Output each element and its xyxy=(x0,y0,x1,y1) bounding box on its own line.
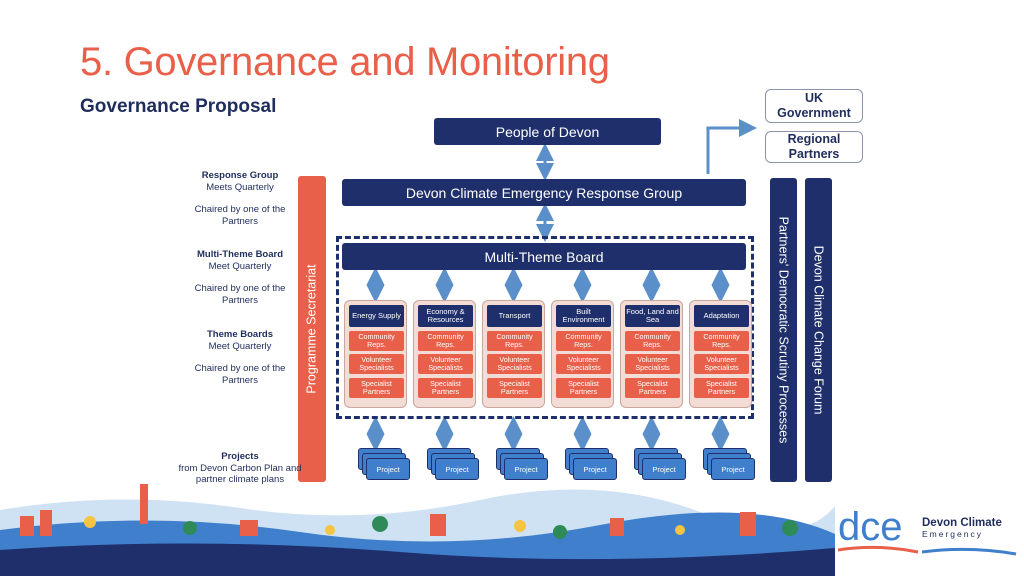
theme-member-tag: Volunteer Specialists xyxy=(694,354,749,374)
logo-subtitle: Emergency xyxy=(922,529,983,539)
theme-board-name: Transport xyxy=(487,305,542,327)
project-stack: Project xyxy=(496,448,552,484)
theme-boards-note-freq: Meet Quarterly xyxy=(208,340,272,352)
programme-secretariat-bar: Programme Secretariat xyxy=(298,176,326,482)
project-stack: Project xyxy=(703,448,759,484)
devon-landscape-illustration xyxy=(0,484,835,576)
theme-member-tag: Volunteer Specialists xyxy=(625,354,680,374)
theme-member-tag: Specialist Partners xyxy=(694,378,749,398)
theme-board-name: Adaptation xyxy=(694,305,749,327)
theme-board-name: Food, Land and Sea xyxy=(625,305,680,327)
climate-forum-label: Devon Climate Change Forum xyxy=(811,245,826,415)
projects-note: Projects from Devon Carbon Plan and part… xyxy=(178,451,302,486)
theme-member-tag: Specialist Partners xyxy=(556,378,611,398)
theme-boards-note: Theme Boards Meet Quarterly xyxy=(185,329,295,352)
logo-name: Devon Climate xyxy=(922,517,1002,529)
project-card: Project xyxy=(435,458,479,480)
projects-note-desc: from Devon Carbon Plan and partner clima… xyxy=(178,462,302,486)
theme-arrows xyxy=(366,267,730,303)
multi-theme-board-bar: Multi-Theme Board xyxy=(342,243,746,270)
response-group-bar: Devon Climate Emergency Response Group xyxy=(342,179,746,206)
theme-member-tag: Community Reps. xyxy=(349,331,404,351)
regional-partners-box: Regional Partners xyxy=(765,131,863,163)
scrutiny-processes-bar: Partners' Democratic Scrutiny Processes xyxy=(770,178,797,482)
dce-logo-letters: dce xyxy=(838,505,903,549)
theme-member-tag: Community Reps. xyxy=(694,331,749,351)
theme-member-tag: Community Reps. xyxy=(556,331,611,351)
response-group-chair-note: Chaired by one of the Partners xyxy=(194,204,286,227)
projects-note-title: Projects xyxy=(221,451,259,462)
project-card: Project xyxy=(711,458,755,480)
project-stack: Project xyxy=(565,448,621,484)
project-stack: Project xyxy=(427,448,483,484)
project-card: Project xyxy=(504,458,548,480)
theme-member-tag: Specialist Partners xyxy=(349,378,404,398)
project-stack: Project xyxy=(358,448,414,484)
theme-member-tag: Specialist Partners xyxy=(487,378,542,398)
slide-title: 5. Governance and Monitoring xyxy=(80,40,610,84)
theme-member-tag: Specialist Partners xyxy=(418,378,473,398)
escalation-arrow xyxy=(706,119,757,174)
theme-board-name: Energy Supply xyxy=(349,305,404,327)
project-card: Project xyxy=(642,458,686,480)
uk-government-box: UK Government xyxy=(765,89,863,123)
devon-climate-emergency-logo: Devon Climate Emergency xyxy=(922,517,1002,539)
multi-theme-board-note: Multi-Theme Board Meet Quarterly xyxy=(185,249,295,272)
scrutiny-processes-label: Partners' Democratic Scrutiny Processes xyxy=(776,216,791,444)
theme-member-tag: Volunteer Specialists xyxy=(556,354,611,374)
theme-member-tag: Community Reps. xyxy=(418,331,473,351)
people-of-devon-bar: People of Devon xyxy=(434,118,661,145)
theme-member-tag: Community Reps. xyxy=(625,331,680,351)
theme-member-tag: Volunteer Specialists xyxy=(487,354,542,374)
theme-member-tag: Community Reps. xyxy=(487,331,542,351)
project-card: Project xyxy=(573,458,617,480)
dce-logo-mark: dce xyxy=(838,505,1017,556)
multi-theme-board-chair-note: Chaired by one of the Partners xyxy=(194,283,286,306)
theme-member-tag: Volunteer Specialists xyxy=(418,354,473,374)
climate-forum-bar: Devon Climate Change Forum xyxy=(805,178,832,482)
theme-board-name: Economy & Resources xyxy=(418,305,473,327)
theme-boards-note-title: Theme Boards xyxy=(207,329,273,340)
theme-boards-chair-note: Chaired by one of the Partners xyxy=(194,363,286,386)
multi-theme-board-note-title: Multi-Theme Board xyxy=(196,249,284,260)
response-group-note-freq: Meets Quarterly xyxy=(206,181,274,193)
programme-secretariat-label: Programme Secretariat xyxy=(305,264,319,394)
multi-theme-board-note-freq: Meet Quarterly xyxy=(208,260,272,272)
theme-member-tag: Volunteer Specialists xyxy=(349,354,404,374)
response-group-note-title: Response Group xyxy=(201,170,279,181)
project-card: Project xyxy=(366,458,410,480)
project-arrows xyxy=(366,416,730,452)
theme-board-boundary xyxy=(336,236,754,419)
project-stack: Project xyxy=(634,448,690,484)
slide-subtitle: Governance Proposal xyxy=(80,96,277,117)
theme-member-tag: Specialist Partners xyxy=(625,378,680,398)
theme-board-name: Built Environment xyxy=(556,305,611,327)
projects-row: Project Project Project Project Project Proje… xyxy=(356,448,756,488)
response-group-note: Response Group Meets Quarterly xyxy=(185,170,295,193)
